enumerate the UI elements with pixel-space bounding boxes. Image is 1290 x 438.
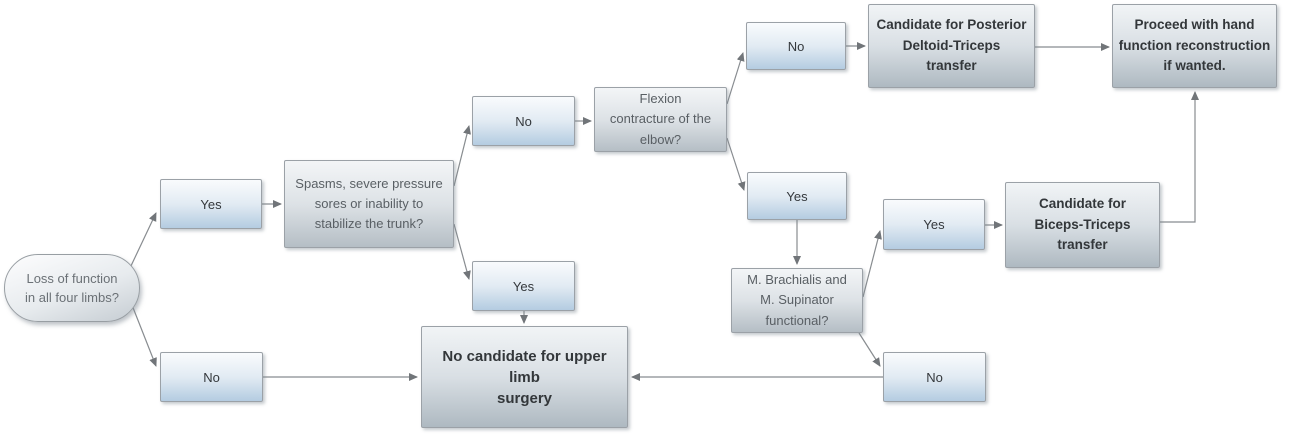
node-result-posterior-deltoid-triceps-transfer: Candidate for Posterior Deltoid-Triceps … <box>868 4 1035 88</box>
node-no-spasms-branch: No <box>472 96 575 146</box>
node-question-flexion-contracture: Flexion contracture of the elbow? <box>594 87 727 152</box>
edge-start-to-no1 <box>129 299 157 367</box>
edge-brachialis-to-no4 <box>858 332 881 367</box>
edge-spasms-to-no2 <box>453 125 471 187</box>
edge-biceps-to-proceed <box>1160 91 1199 223</box>
node-yes-trunk-branch: Yes <box>160 179 262 229</box>
node-question-brachialis-supinator: M. Brachialis and M. Supinator functiona… <box>731 268 863 333</box>
node-no-loss-branch: No <box>160 352 263 402</box>
edge-spasms-to-yes2 <box>453 223 471 280</box>
edge-flexion-to-no3 <box>726 52 745 105</box>
node-result-biceps-triceps-transfer: Candidate for Biceps-Triceps transfer <box>1005 182 1160 268</box>
edge-flexion-to-yes3 <box>726 137 746 191</box>
node-no-contracture-branch: No <box>746 22 846 70</box>
node-result-hand-function-reconstruction: Proceed with hand function reconstructio… <box>1112 4 1277 88</box>
node-yes-contracture-branch: Yes <box>747 172 847 220</box>
node-yes-brachialis-branch: Yes <box>883 199 985 250</box>
node-question-spasms-pressure-sores: Spasms, severe pressure sores or inabili… <box>284 160 454 248</box>
node-yes-spasms-branch: Yes <box>472 261 575 311</box>
node-result-no-candidate-surgery: No candidate for upper limb surgery <box>421 326 628 428</box>
edge-brachialis-to-yes4 <box>862 230 882 298</box>
node-no-brachialis-branch: No <box>883 352 986 402</box>
node-start-loss-of-function: Loss of function in all four limbs? <box>4 254 140 322</box>
edge-start-to-yes1 <box>129 212 157 269</box>
